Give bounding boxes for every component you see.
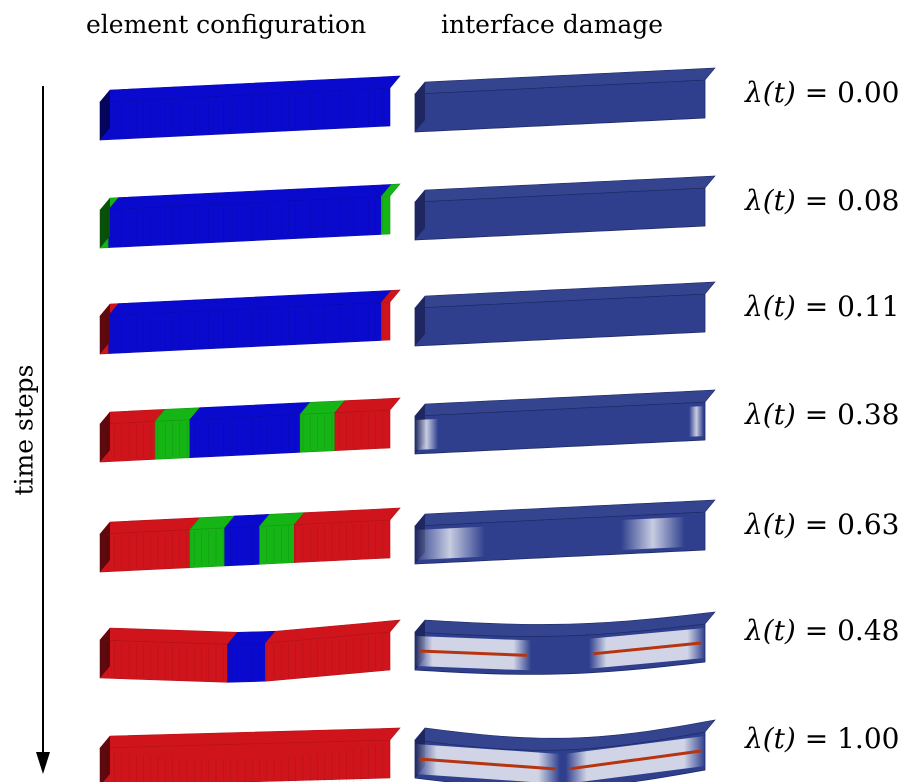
- lambda-value: 0.00: [837, 76, 900, 109]
- lambda-value: 0.63: [837, 508, 900, 541]
- lambda-value: 1.00: [837, 722, 900, 755]
- damage-beam-top: [414, 67, 716, 95]
- beam-end-face: [100, 522, 110, 572]
- lambda-prefix: λ(t) =: [745, 614, 838, 647]
- beam-segment-top: [293, 507, 401, 525]
- lambda-value: 0.38: [837, 398, 900, 431]
- damage-beam-end: [415, 82, 425, 132]
- lambda-prefix: λ(t) =: [745, 184, 838, 217]
- beam-end-face: [100, 90, 110, 140]
- beam-segment-top: [334, 397, 401, 413]
- damage-beam-top: [414, 281, 716, 309]
- beam-segment-front: [99, 529, 191, 573]
- beam-segment-front: [224, 525, 260, 567]
- lambda-label-step-7: λ(t) = 1.00: [745, 722, 899, 755]
- beam-segment-top: [99, 727, 401, 749]
- damage-beam-end: [415, 190, 425, 240]
- beam-segment-front: [259, 524, 295, 565]
- lambda-label-step-4: λ(t) = 0.38: [745, 398, 899, 431]
- damage-beam-end: [415, 296, 425, 346]
- damage-beam-step-4: [414, 389, 716, 455]
- damage-beam-top: [414, 175, 716, 203]
- lambda-prefix: λ(t) =: [745, 508, 838, 541]
- lambda-prefix: λ(t) =: [745, 722, 838, 755]
- lambda-label-step-6: λ(t) = 0.48: [745, 614, 899, 647]
- damage-beam-step-7: [414, 719, 716, 782]
- beam-segment-top: [264, 619, 401, 644]
- element-beam-step-5: [99, 507, 401, 573]
- beam-segment-top: [380, 289, 401, 303]
- lambda-prefix: λ(t) =: [745, 76, 838, 109]
- element-configuration-header: element configuration: [86, 10, 367, 39]
- lambda-prefix: λ(t) =: [745, 398, 838, 431]
- lambda-label-step-2: λ(t) = 0.08: [745, 184, 899, 217]
- lambda-label-step-1: λ(t) = 0.00: [745, 76, 899, 109]
- beam-end-face: [100, 304, 110, 354]
- beam-end-face: [100, 412, 110, 462]
- lambda-label-step-5: λ(t) = 0.63: [745, 508, 899, 541]
- beam-segment-front: [334, 409, 391, 451]
- crack-line: [418, 757, 557, 771]
- beam-segment-front: [189, 527, 225, 568]
- damage-beam-top: [414, 611, 716, 637]
- damage-beam-step-5: [414, 499, 716, 565]
- lambda-value: 0.11: [837, 290, 900, 323]
- damage-beam-step-2: [414, 175, 716, 241]
- element-beam-step-6: [99, 619, 401, 683]
- damage-zone: [415, 526, 485, 560]
- element-beam-step-2: [99, 183, 401, 249]
- element-beam-step-1: [99, 75, 401, 141]
- element-beam-step-3: [99, 289, 401, 355]
- damage-zone: [620, 516, 685, 551]
- damage-beam-top: [414, 389, 716, 417]
- beam-end-face: [100, 628, 110, 678]
- lambda-label-step-3: λ(t) = 0.11: [745, 290, 899, 323]
- damage-zone: [689, 406, 704, 437]
- beam-end-face: [100, 198, 110, 248]
- interface-damage-header: interface damage: [441, 10, 664, 39]
- lambda-value: 0.48: [837, 614, 900, 647]
- lambda-value: 0.08: [837, 184, 900, 217]
- damage-zone: [415, 418, 439, 450]
- element-beam-step-7: [99, 727, 401, 782]
- beam-segment-top: [380, 183, 401, 197]
- damage-beam-step-3: [414, 281, 716, 347]
- damage-beam-step-6: [414, 611, 716, 675]
- damage-beam-top: [414, 499, 716, 527]
- beam-segment-top: [99, 75, 401, 103]
- damage-beam-top: [414, 719, 716, 751]
- lambda-prefix: λ(t) =: [745, 290, 838, 323]
- beam-end-face: [100, 736, 110, 782]
- crack-line: [418, 649, 528, 657]
- element-beam-step-4: [99, 397, 401, 463]
- crack-line: [569, 749, 702, 771]
- damage-beam-step-1: [414, 67, 716, 133]
- crack-line: [592, 641, 702, 656]
